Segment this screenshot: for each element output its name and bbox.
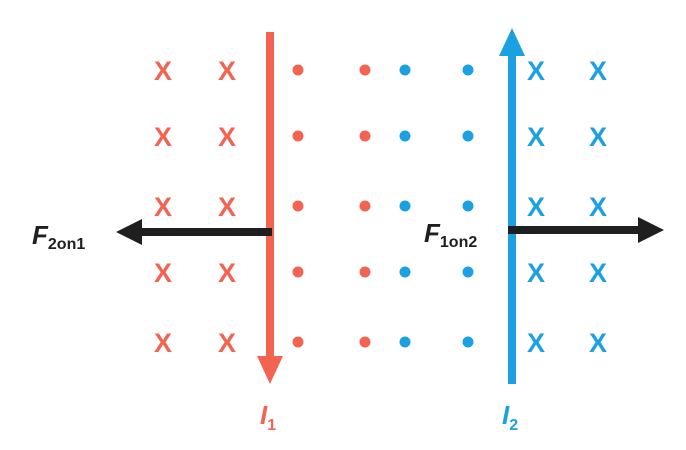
force-2on1-label-subscript: 2on1 — [48, 236, 85, 253]
wire1-field-into-page-x: X — [154, 122, 172, 152]
wire2-field-out-of-page-dot — [462, 130, 474, 142]
wire1-field-into-page-x: X — [218, 328, 236, 358]
wire-2-current-label: I2 — [502, 400, 518, 434]
force-2on1-arrow — [116, 219, 272, 245]
wire-1-current-symbol: I — [260, 400, 268, 430]
wire1-field-out-of-page-dot — [292, 336, 304, 348]
wire2-field-into-page-x: X — [589, 328, 607, 358]
wire-1-current-label: I1 — [260, 400, 276, 434]
wire2-field-into-page-x: X — [589, 122, 607, 152]
wire2-field-out-of-page-dot — [399, 336, 411, 348]
wire-2-current-symbol: I — [502, 400, 510, 430]
force-2on1-label: F2on1 — [32, 220, 85, 253]
wire1-field-out-of-page-dot — [359, 336, 371, 348]
wire2-field-into-page-x: X — [527, 122, 545, 152]
wire2-field-out-of-page-dot — [462, 266, 474, 278]
wire2-field-out-of-page-dot — [399, 200, 411, 212]
wire2-field-out-of-page-dot — [462, 64, 474, 76]
wire1-field-out-of-page-dot — [359, 130, 371, 142]
wire1-field-out-of-page-dot — [359, 200, 371, 212]
wire2-field-into-page-x: X — [527, 258, 545, 288]
wire1-field-into-page-x: X — [218, 122, 236, 152]
wire2-field-out-of-page-dot — [399, 266, 411, 278]
wire1-field-out-of-page-dot — [292, 266, 304, 278]
force-1on2-label-symbol: F — [424, 218, 441, 248]
wire2-field-into-page-x: X — [589, 56, 607, 86]
force-2on1-arrowhead — [116, 219, 142, 245]
wire-2-current-subscript: 2 — [509, 417, 518, 434]
wire1-field-into-page-x: X — [154, 56, 172, 86]
wire2-field-into-page-x: X — [527, 56, 545, 86]
force-1on2-label-subscript: 1on2 — [440, 234, 477, 251]
wire2-field-into-page-x: X — [527, 328, 545, 358]
wire-2 — [499, 28, 525, 384]
force-2on1-label-symbol: F — [32, 220, 49, 250]
wire2-field-out-of-page-dot — [462, 200, 474, 212]
wire-1 — [257, 32, 283, 384]
wire1-field-into-page-x: X — [154, 328, 172, 358]
wire1-field-out-of-page-dot — [359, 266, 371, 278]
wire2-field-out-of-page-dot — [399, 64, 411, 76]
wire-1-current-arrowhead — [257, 356, 283, 384]
wire-2-current-arrowhead — [499, 28, 525, 56]
wire-1-current-subscript: 1 — [267, 417, 276, 434]
wire2-field-into-page-x: X — [527, 192, 545, 222]
wire1-field-out-of-page-dot — [292, 64, 304, 76]
wire2-field-into-page-x: X — [589, 192, 607, 222]
wire1-field-out-of-page-dot — [292, 130, 304, 142]
wire1-field-into-page-x: X — [218, 192, 236, 222]
force-1on2-arrowhead — [638, 217, 664, 243]
wire1-field-into-page-x: X — [218, 258, 236, 288]
wire1-field-out-of-page-dot — [359, 64, 371, 76]
wire1-field-into-page-x: X — [154, 258, 172, 288]
wire2-field-out-of-page-dot — [462, 336, 474, 348]
wire1-field-out-of-page-dot — [292, 200, 304, 212]
force-1on2-arrow — [508, 217, 664, 243]
force-1on2-label: F1on2 — [424, 218, 477, 251]
wire1-field-into-page-x: X — [154, 192, 172, 222]
wire2-field-into-page-x: X — [589, 258, 607, 288]
wire2-field-out-of-page-dot — [399, 130, 411, 142]
wire1-field-into-page-x: X — [218, 56, 236, 86]
magnetic-field-markers: X X X X X X X X X X X X X X X X X X X X — [154, 56, 607, 358]
